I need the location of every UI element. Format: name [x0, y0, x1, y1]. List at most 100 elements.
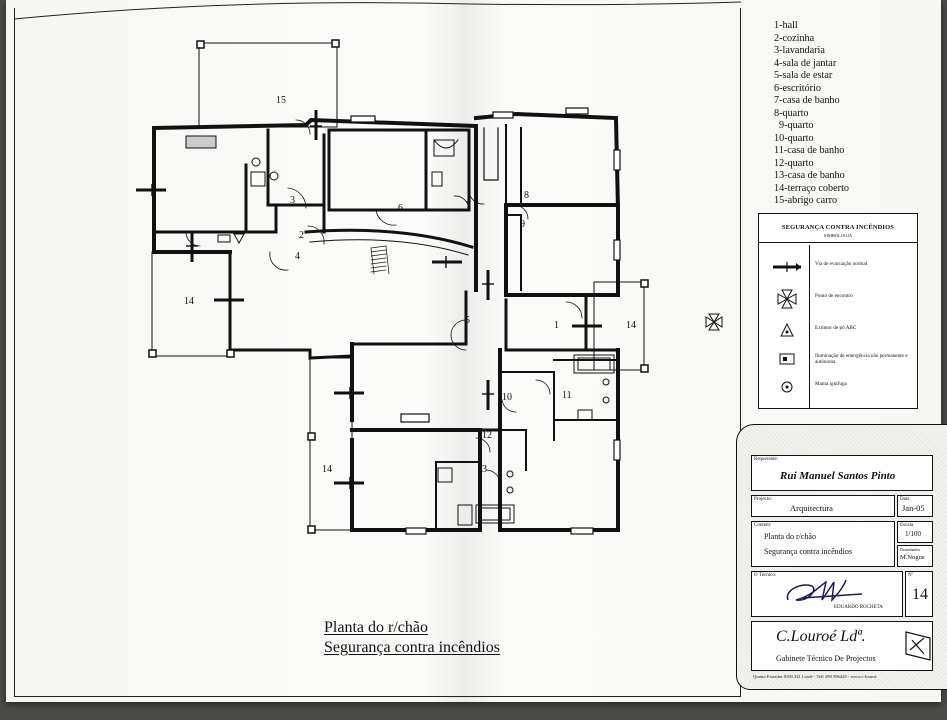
room-label-15: 15 [276, 95, 286, 106]
symbology-title: SEGURANÇA CONTRA INCÊNDIOS [781, 224, 895, 231]
drawing-title-line-2: Segurança contra incêndios [324, 639, 500, 656]
legend-item: 11-casa de banho [774, 145, 845, 156]
room-label-8: 8 [524, 190, 529, 201]
symbology-label: Via de evacuação normal [815, 261, 868, 267]
escala-label: Escala [900, 523, 914, 528]
symbology-row: Extintor de pó ABC [759, 318, 917, 344]
company-address: Quatro Estradas 8100 321 Loulé - Telf 28… [753, 674, 877, 679]
legend-item: 7-casa de banho [774, 95, 840, 106]
legend-item: 14-terraço coberto [774, 182, 849, 194]
legend-item: 2-cozinha [774, 32, 815, 44]
sheet-frame-top [14, 1, 741, 20]
extinguisher-icon [233, 233, 245, 245]
room-label-4: 4 [295, 251, 300, 262]
room-label-14-east: 14 [626, 320, 636, 331]
evacuation-route-icon [773, 262, 801, 272]
address-cell: Quatro Estradas 8100 321 Loulé - Telf 28… [751, 673, 931, 683]
symbology-row: Via de evacuação normal [759, 254, 917, 280]
symbology-row: Iluminação de emergência não permanente … [759, 346, 917, 372]
contem-label: Contém: [754, 523, 772, 528]
room-label-14-west: 14 [184, 296, 194, 307]
company-cell: C.Louroé Ldª. Gabinete Técnico De Projec… [751, 621, 933, 671]
legend-item: 9-quarto [779, 120, 814, 131]
room-label-3: 3 [290, 195, 295, 206]
data-cell: Data Jan-05 [897, 495, 933, 517]
legend-item: 4-sala de jantar [774, 57, 837, 69]
drawing-sheet: 1 2 3 4 5 6 7 8 9 10 11 12 13 14 14 14 1… [6, 0, 947, 702]
room-label-9: 9 [520, 219, 525, 230]
tecnico-value: EDUARDO ROCHETA [834, 605, 883, 610]
evacuation-route-icon [432, 256, 462, 268]
numero-label: Nº [908, 573, 914, 578]
room-label-7: 7 [466, 200, 471, 211]
title-block: Requerente: Rui Manuel Santos Pinto Proj… [736, 424, 947, 690]
room-label-5: 5 [465, 315, 470, 326]
extinguisher-icon [780, 322, 794, 337]
desenhador-cell: Desenhador M.Nogue [897, 545, 933, 567]
legend-item: 3-lavandaria [774, 45, 825, 56]
projecto-cell: Projecto: Arquitectura [751, 495, 895, 517]
requerente-cell: Requerente: Rui Manuel Santos Pinto [751, 455, 933, 491]
meeting-point-icon [777, 289, 797, 309]
evacuation-route-icon [572, 320, 602, 332]
room-label-1: 1 [554, 320, 559, 331]
escala-value: 1/100 [905, 530, 921, 538]
projecto-label: Projecto: [754, 497, 773, 502]
escala-cell: Escala 1/100 [897, 521, 933, 543]
projecto-value: Arquitectura [790, 503, 833, 513]
evacuation-route-icon [186, 232, 198, 262]
symbology-label: Iluminação de emergência não permanente … [815, 353, 908, 366]
numero-value: 14 [912, 586, 928, 603]
legend-item: 12-quarto [774, 157, 814, 169]
contem-line-1: Planta do r/chão [764, 532, 816, 541]
fire-blanket-icon [251, 157, 261, 167]
floor-plan: 1 2 3 4 5 6 7 8 9 10 11 12 13 14 14 14 1… [136, 39, 723, 535]
legend-item: 1-hall [774, 20, 798, 31]
symbology-subtitle: SIMBOLOGIA [759, 233, 917, 243]
company-logo-icon [905, 631, 931, 661]
evacuation-route-icon [310, 110, 322, 140]
legend-item: 6-escritório [774, 82, 821, 94]
room-label-13: 13 [477, 464, 487, 475]
evacuation-route-icon [334, 477, 364, 489]
symbology-label: Manta ignífuga [815, 381, 847, 387]
requerente-label: Requerente: [754, 457, 779, 462]
tecnico-label: O Técnico: [754, 573, 777, 578]
room-label-10: 10 [502, 392, 512, 403]
desenhador-label: Desenhador [900, 547, 920, 552]
drawing-title: Planta do r/chão Segurança contra incênd… [324, 618, 500, 658]
emergency-light-icon [779, 353, 795, 365]
symbology-row: Ponto de encontro [759, 286, 917, 312]
room-label-11: 11 [562, 390, 572, 401]
fire-blanket-icon [781, 381, 793, 393]
data-label: Data [900, 497, 910, 502]
room-label-14-south: 14 [322, 464, 332, 475]
signature [786, 579, 863, 603]
symbology-divider [809, 245, 810, 408]
desenhador-value: M.Nogue [900, 554, 925, 561]
contem-cell: Contém: Planta do r/chão Segurança contr… [751, 521, 895, 567]
company-sub: Gabinete Técnico De Projectos [776, 654, 876, 663]
legend-item: 5-sala de estar [774, 70, 833, 81]
data-value: Jan-05 [902, 503, 925, 513]
meeting-point-icon [705, 313, 723, 331]
evacuation-route-icon [482, 380, 494, 410]
symbology-label: Ponto de encontro [815, 293, 853, 299]
numero-cell: Nº 14 [905, 571, 933, 617]
drawing-title-line-1: Planta do r/chão [324, 619, 428, 636]
legend-item: 8-quarto [774, 107, 809, 119]
symbology-row: Manta ignífuga [759, 374, 917, 400]
contem-line-2: Segurança contra incêndios [764, 547, 852, 556]
evacuation-route-icon [334, 387, 364, 399]
company-name: C.Louroé Ldª. [776, 628, 866, 645]
evacuation-route-icon [214, 294, 244, 306]
legend-item: 10-quarto [774, 132, 814, 144]
emergency-light-icon [217, 234, 231, 243]
legend-item: 15-abrigo carro [774, 195, 838, 206]
room-label-6: 6 [398, 203, 403, 214]
room-legend: 1-hall 2-cozinha 3-lavandaria 4-sala de … [774, 20, 849, 208]
symbology-box: SEGURANÇA CONTRA INCÊNDIOS SIMBOLOGIA Vi… [758, 213, 918, 409]
evacuation-route-icon [482, 270, 494, 300]
room-label-2: 2 [299, 230, 304, 241]
room-label-12: 12 [482, 430, 492, 441]
